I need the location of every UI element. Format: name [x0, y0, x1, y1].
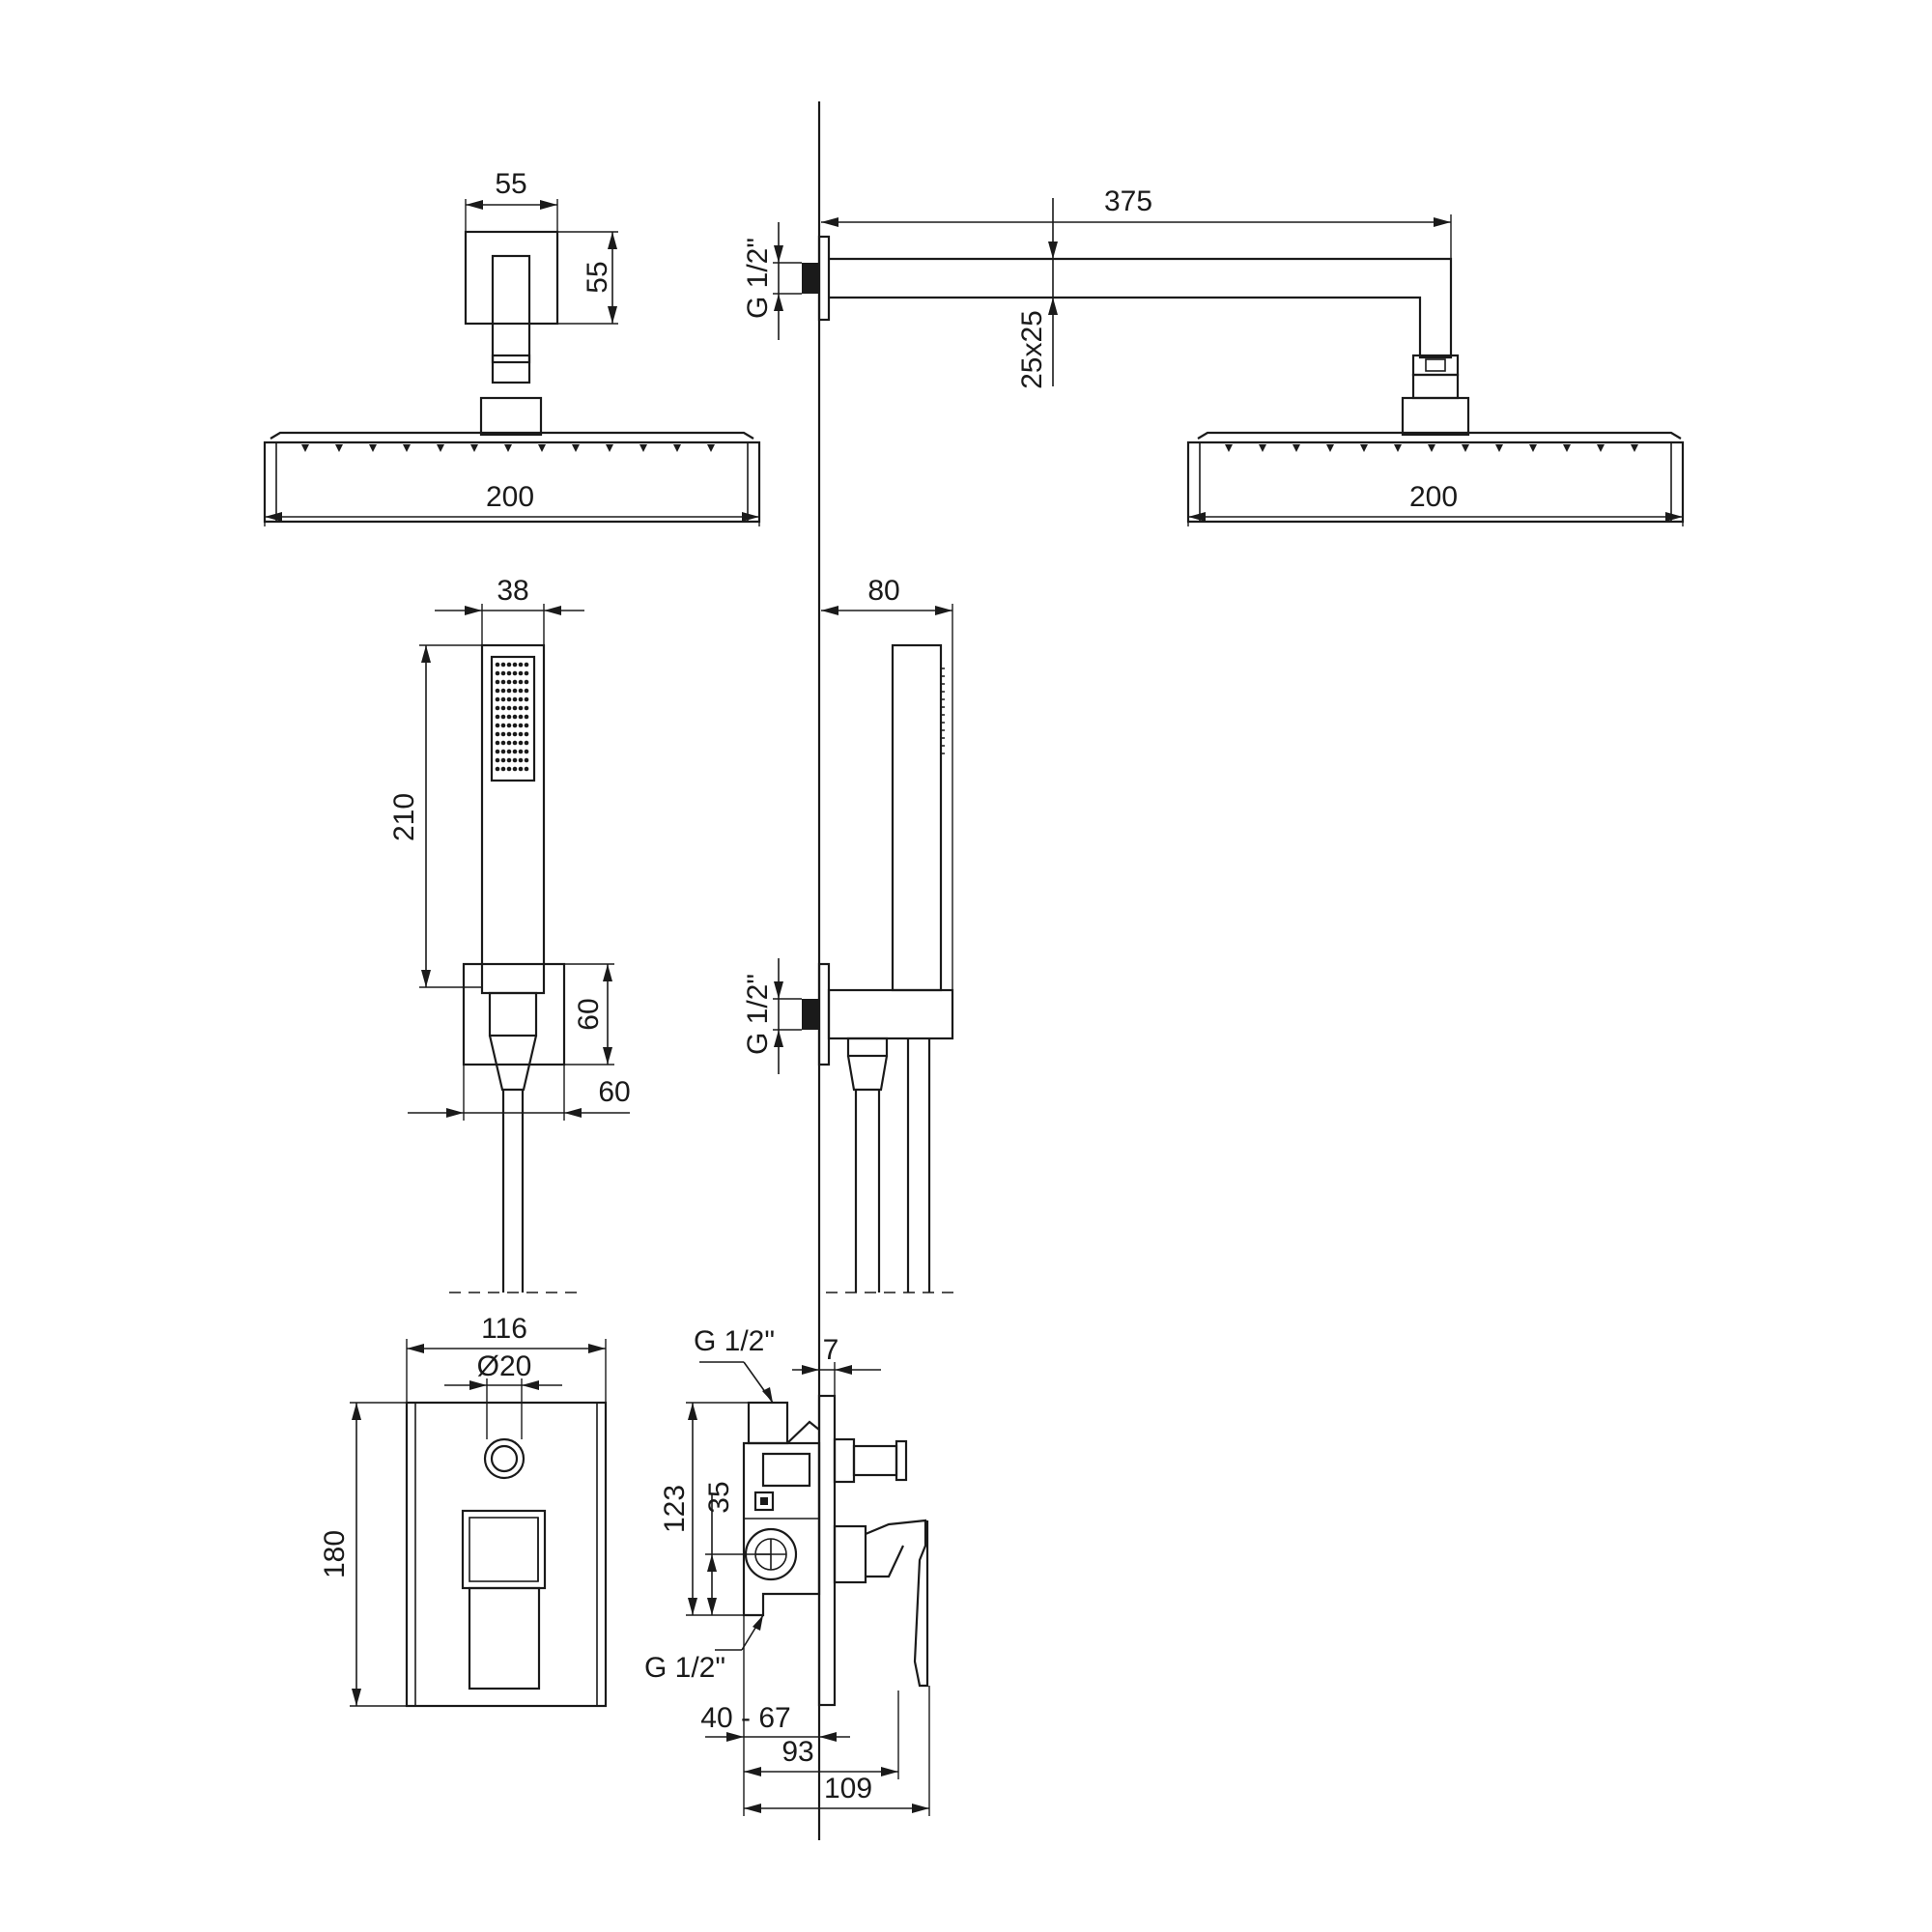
dim-head-mount-height: 55: [582, 261, 613, 293]
side-head-top-edge: [1197, 431, 1682, 440]
dim-holder-thread: G 1/2": [742, 974, 774, 1055]
holder-body: [827, 988, 954, 1040]
dim-arm-length: 375: [1104, 185, 1152, 217]
mixer-side-section: G 1/2" 7 123 35 G 1/2" 40 - 67: [644, 1325, 930, 1816]
dim-plate-height: 180: [319, 1530, 351, 1578]
head-connector: [479, 396, 543, 437]
dim-holder-height: 60: [573, 998, 605, 1030]
holder-thread: [802, 999, 819, 1030]
holder-wall-flange: [817, 962, 831, 1066]
dim-hand-width: 38: [497, 575, 528, 607]
side-nozzles: [1225, 444, 1638, 452]
swivel-joint: [491, 354, 531, 384]
dim-valve-inlet-top: G 1/2": [694, 1325, 775, 1357]
dim-plate-thickness: 7: [823, 1334, 839, 1366]
dim-install-depth: 40 - 67: [700, 1702, 790, 1734]
lever-handle: [461, 1509, 547, 1590]
dim-hand-length: 210: [388, 793, 420, 841]
spray-face: [490, 655, 536, 782]
wall-flange: [817, 235, 831, 322]
dim-plate-width: 116: [481, 1313, 527, 1345]
hand-shower-front-view: 38 210 60 60: [388, 575, 631, 1293]
dim-valve-offset: 35: [703, 1481, 735, 1513]
cartridge-housing: [833, 1524, 867, 1584]
hand-cone: [488, 1035, 538, 1092]
hand-side-body: [891, 643, 943, 992]
dim-hand-projection: 80: [867, 575, 899, 607]
thread-connection: [802, 263, 819, 294]
arm-ball-joint: [1411, 373, 1460, 400]
diverter-knob: [852, 1444, 898, 1477]
wall-mount-block: [464, 230, 559, 326]
shower-arm: [829, 257, 1453, 359]
lock-mark: [753, 1491, 775, 1512]
side-head-connector: [1401, 396, 1470, 437]
diverter-cap: [895, 1439, 908, 1482]
dim-button-diameter: Ø20: [477, 1350, 532, 1382]
dim-arm-section: 25x25: [1016, 310, 1048, 389]
dim-depth-109: 109: [824, 1773, 872, 1804]
dim-head-width-side: 200: [1409, 481, 1458, 513]
hose-cone-side: [846, 1055, 889, 1092]
rain-shower-front-view: 55 55 200: [263, 168, 761, 526]
diverter-stem: [833, 1437, 856, 1484]
lever-blade: [468, 1586, 541, 1690]
top-inlet-fitting: [747, 1401, 789, 1445]
hand-shower-holder: [462, 962, 566, 1066]
cover-plate: [405, 1401, 608, 1708]
dim-head-width-front: 200: [486, 481, 534, 513]
diverter-linkage: [786, 1420, 820, 1444]
dim-valve-body-height: 123: [659, 1485, 691, 1533]
dim-holder-width: 60: [598, 1076, 630, 1108]
dim-depth-93: 93: [781, 1736, 813, 1768]
dim-head-mount-width: 55: [495, 168, 526, 200]
side-cover-plate: [817, 1394, 837, 1707]
spray-nozzles: [495, 662, 529, 772]
mixer-plate-front-view: 116 Ø20 180: [319, 1313, 608, 1708]
dim-valve-inlet-bottom: G 1/2": [644, 1652, 725, 1684]
hand-shower-side-view: 80 G 1/2": [742, 575, 954, 1293]
hand-handle-base: [488, 991, 538, 1037]
dim-arm-thread: G 1/2": [742, 238, 774, 319]
diverter-button: [483, 1437, 526, 1480]
hose-nut: [846, 1037, 889, 1058]
lever-underside: [866, 1545, 904, 1578]
side-lever: [865, 1519, 929, 1688]
nozzles: [301, 444, 715, 452]
rain-shower-side-view: 375 25x25 G 1/2" 200: [742, 185, 1685, 526]
valve-box-body: [742, 1441, 821, 1617]
arm-stub: [491, 254, 531, 364]
diverter-housing: [761, 1452, 811, 1488]
head-top-edge: [270, 431, 754, 440]
